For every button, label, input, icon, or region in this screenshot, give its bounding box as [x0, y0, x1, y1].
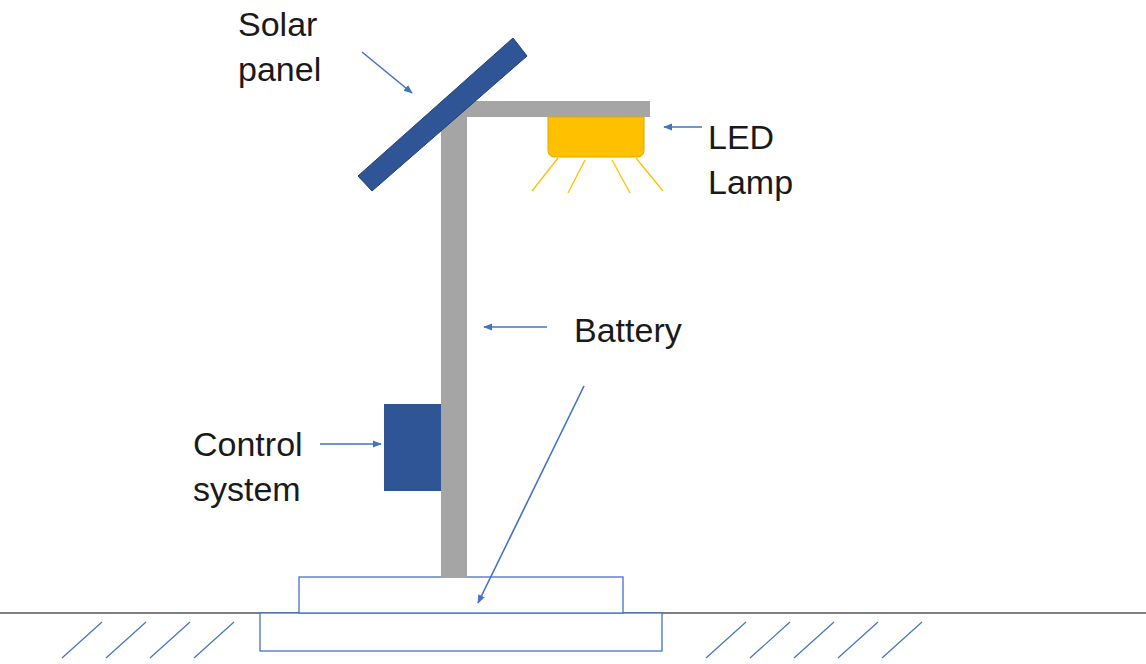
- leader-arrow: [484, 326, 547, 328]
- foundation-slab: [260, 613, 662, 651]
- light-rays: [532, 158, 663, 193]
- control-box: [384, 404, 441, 491]
- leader-arrow: [362, 52, 412, 93]
- pole: [441, 101, 467, 578]
- hatch-stroke: [106, 622, 146, 658]
- part-label: Battery: [574, 308, 682, 353]
- pole-arm: [455, 101, 650, 117]
- part-label: LED Lamp: [708, 115, 833, 205]
- hatch-stroke: [794, 622, 834, 658]
- hatch-stroke: [838, 622, 878, 658]
- hatch-stroke: [750, 622, 790, 658]
- hatch-stroke: [882, 622, 922, 658]
- hatch-stroke: [194, 622, 234, 658]
- hatch-stroke: [150, 622, 190, 658]
- leader-arrow: [664, 126, 702, 128]
- battery-box: [299, 577, 623, 613]
- hatch-stroke: [62, 622, 102, 658]
- solar-panel: [358, 38, 527, 191]
- hatch-stroke: [706, 622, 746, 658]
- leader-arrows: [320, 52, 702, 603]
- leader-arrow: [478, 386, 584, 603]
- leader-arrow: [320, 443, 381, 445]
- led-lamp: [548, 117, 644, 157]
- part-label: Control system: [193, 422, 333, 512]
- part-label: Solar panel: [238, 2, 370, 92]
